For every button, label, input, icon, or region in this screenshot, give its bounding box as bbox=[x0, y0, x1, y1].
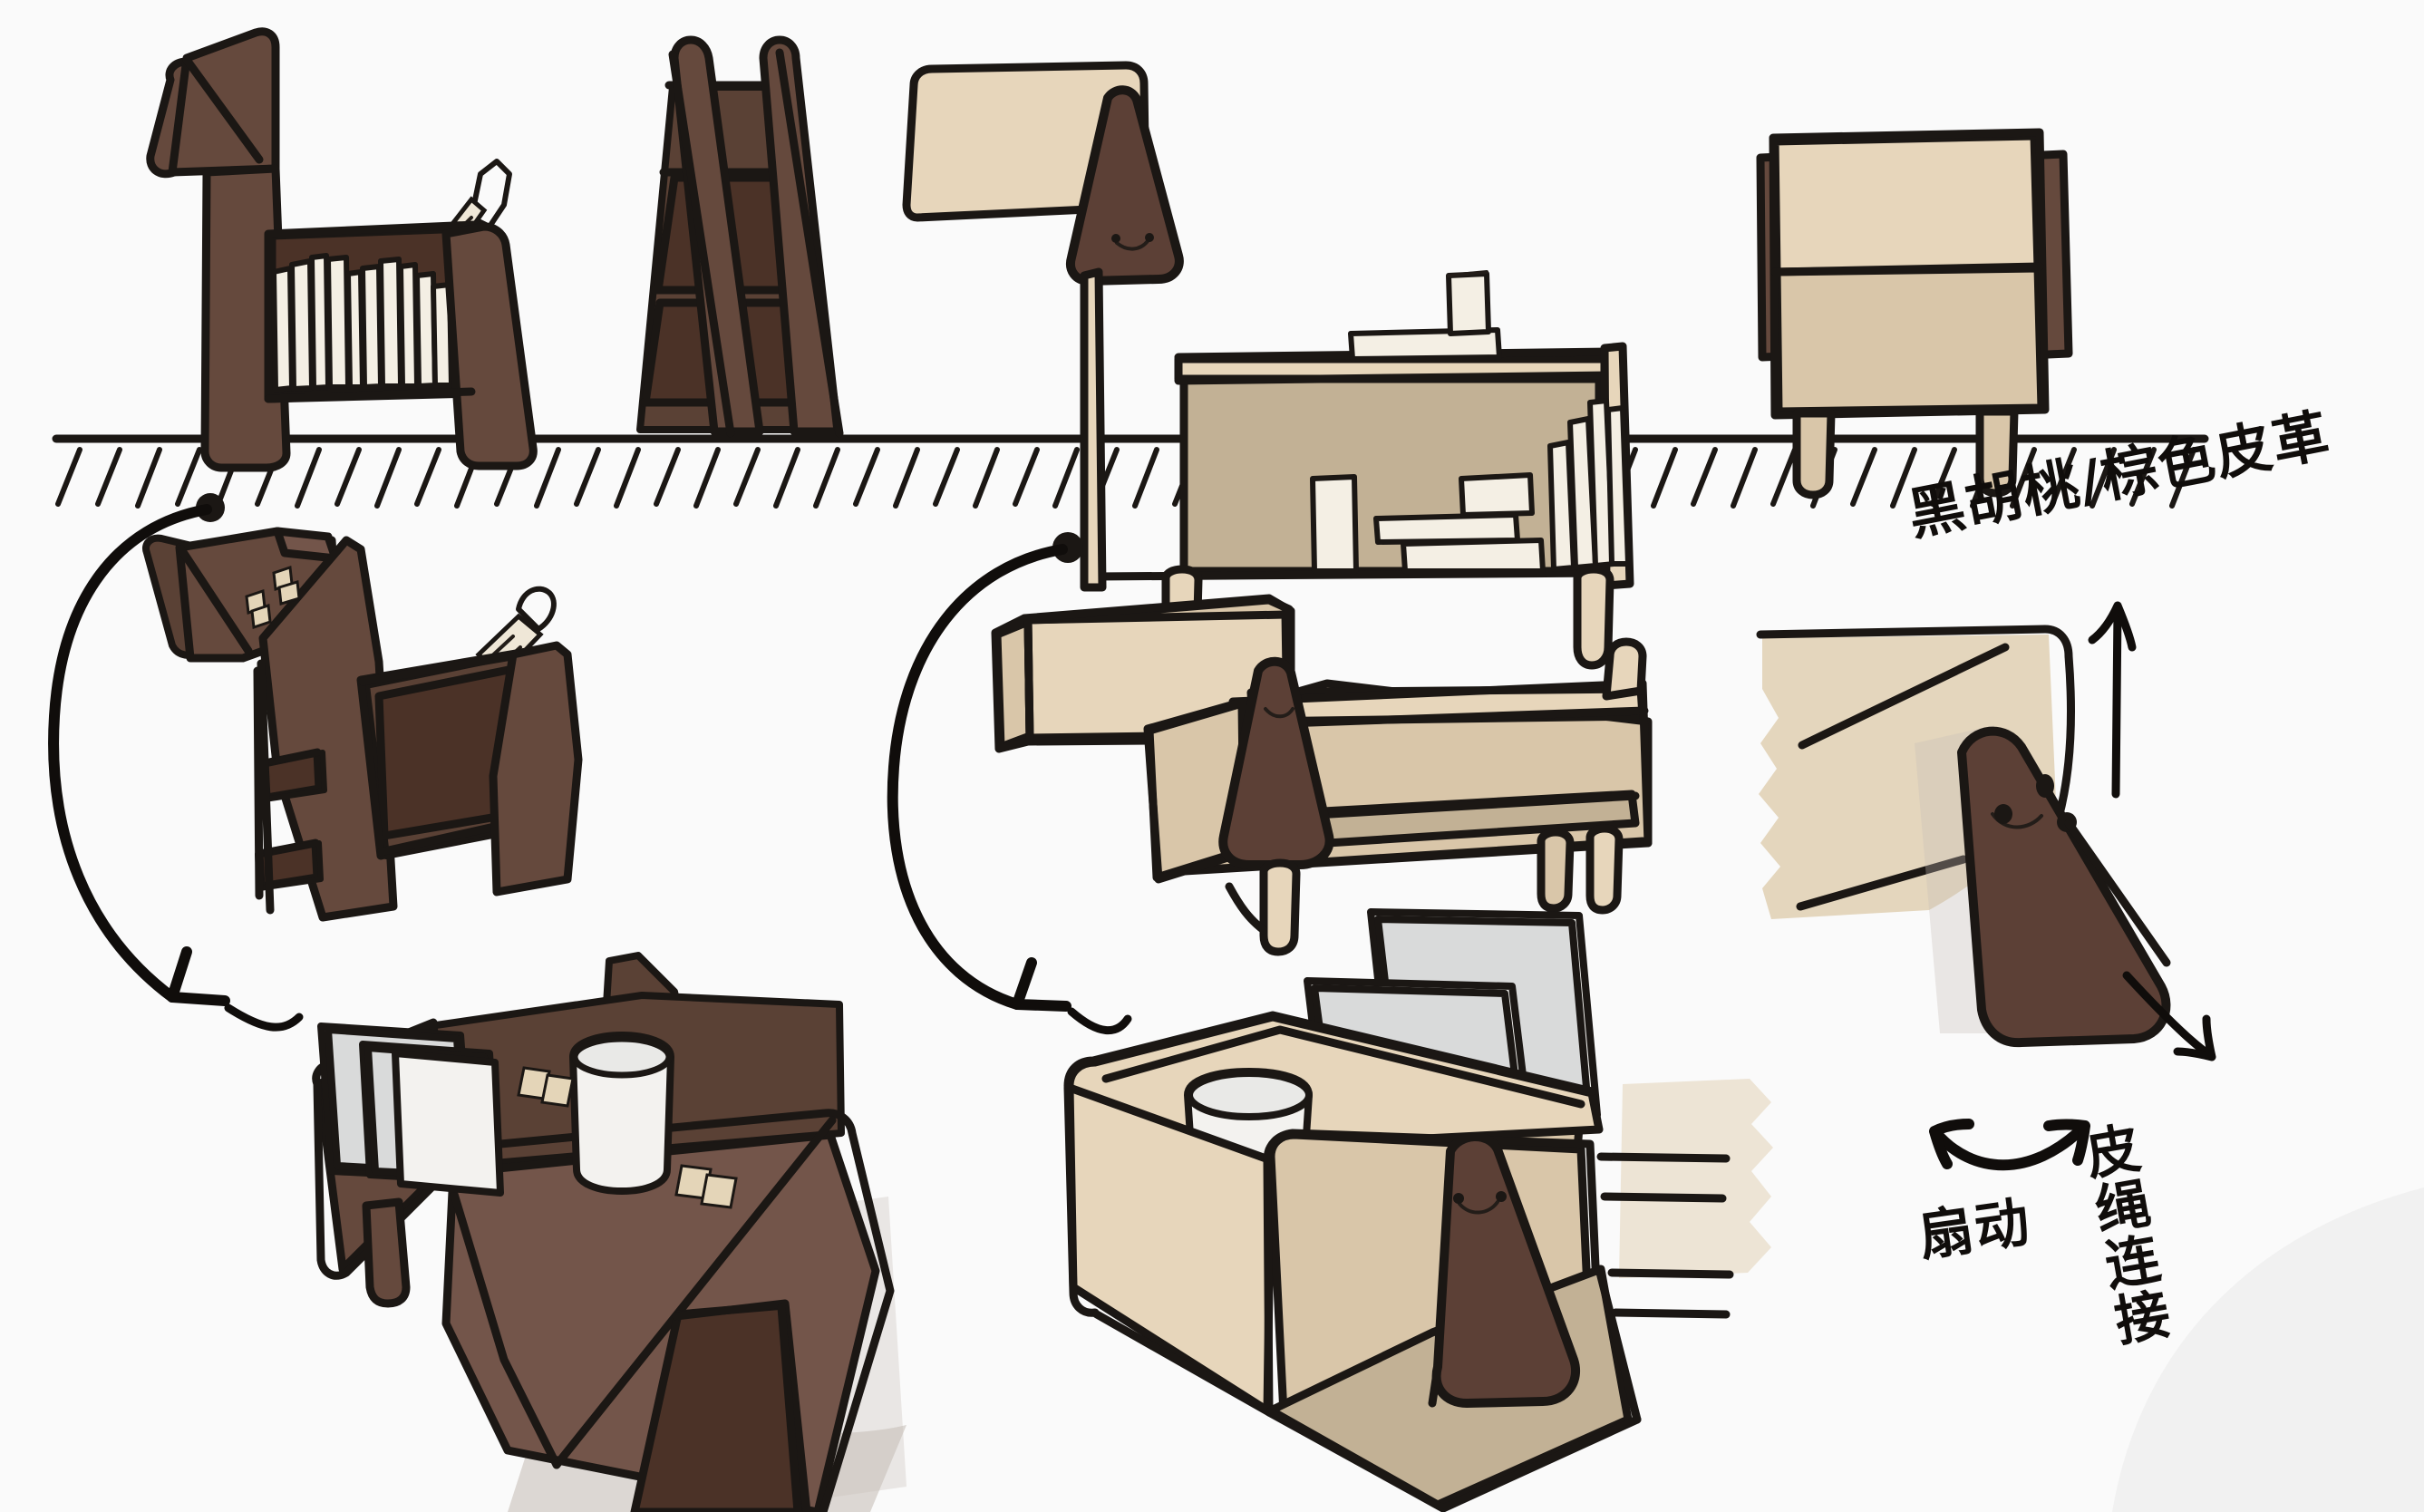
bench-perspective-leg-1 bbox=[1259, 858, 1301, 956]
arrow-dog-to-storage bbox=[48, 493, 304, 1032]
motion-note: 扇动 bbox=[1915, 1190, 2035, 1269]
ground-line bbox=[52, 434, 2209, 509]
bench-front-upright bbox=[1080, 267, 1107, 592]
material-note: 黑胡桃/棕色皮革 bbox=[1903, 402, 2336, 548]
arrow-material-callout bbox=[2088, 601, 2137, 799]
arrow-flap-motion bbox=[1929, 1119, 2090, 1171]
storage-cup bbox=[569, 1032, 674, 1195]
bench-leg-rear bbox=[1573, 565, 1614, 670]
storage-books bbox=[317, 1023, 504, 1197]
arrow-bench-to-storage bbox=[887, 532, 1132, 1034]
bench-leather-ear bbox=[1066, 85, 1184, 286]
dog-rear-leg-perspective bbox=[489, 641, 583, 897]
bench-end-lower-panel bbox=[1772, 264, 2046, 416]
bench-rear-tab bbox=[1602, 637, 1647, 701]
dog-head bbox=[168, 27, 280, 177]
connection-note: 皮绳连接 bbox=[2071, 1119, 2173, 1352]
cream-storage-leather-ear bbox=[1431, 1132, 1580, 1408]
dachshund-bench-perspective bbox=[991, 594, 1653, 956]
bowtie-joint-keys bbox=[245, 565, 301, 630]
bench-perspective-leg-2 bbox=[1537, 828, 1575, 913]
dog-bookshelf-side bbox=[146, 27, 538, 472]
bench-end-leg-left bbox=[1792, 409, 1836, 499]
bench-perspective-leg-3 bbox=[1585, 824, 1624, 915]
bench-end-upper-panel bbox=[1770, 131, 2042, 276]
dachshund-bench-side bbox=[902, 61, 1634, 670]
walnut-storage-open bbox=[312, 952, 907, 1512]
dog-front-left-stile bbox=[670, 35, 764, 436]
dog-front-right-stile bbox=[759, 35, 842, 436]
cream-storage-open bbox=[1063, 908, 1773, 1512]
dog-bookshelf-front bbox=[636, 35, 844, 438]
dog-bookshelf-perspective bbox=[142, 527, 583, 922]
bench-top-objects bbox=[1348, 270, 1502, 362]
dog-rear-leg bbox=[441, 222, 538, 470]
leather-flap bbox=[1957, 726, 2171, 1048]
storage-bowtie-keys bbox=[517, 1066, 738, 1209]
leather-ear-detail bbox=[1756, 601, 2216, 1171]
dachshund-bench-end bbox=[1756, 128, 2073, 499]
storage-rear-leg bbox=[362, 1197, 411, 1308]
dog-books bbox=[271, 253, 454, 393]
bench-leather-ear-perspective bbox=[1218, 656, 1334, 869]
bench-shelf-objects bbox=[1310, 398, 1631, 574]
bench-end-leg-right bbox=[1975, 407, 2019, 498]
page-corner-arc bbox=[2112, 1187, 2424, 1512]
arrow-cord-callout bbox=[2122, 971, 2216, 1061]
